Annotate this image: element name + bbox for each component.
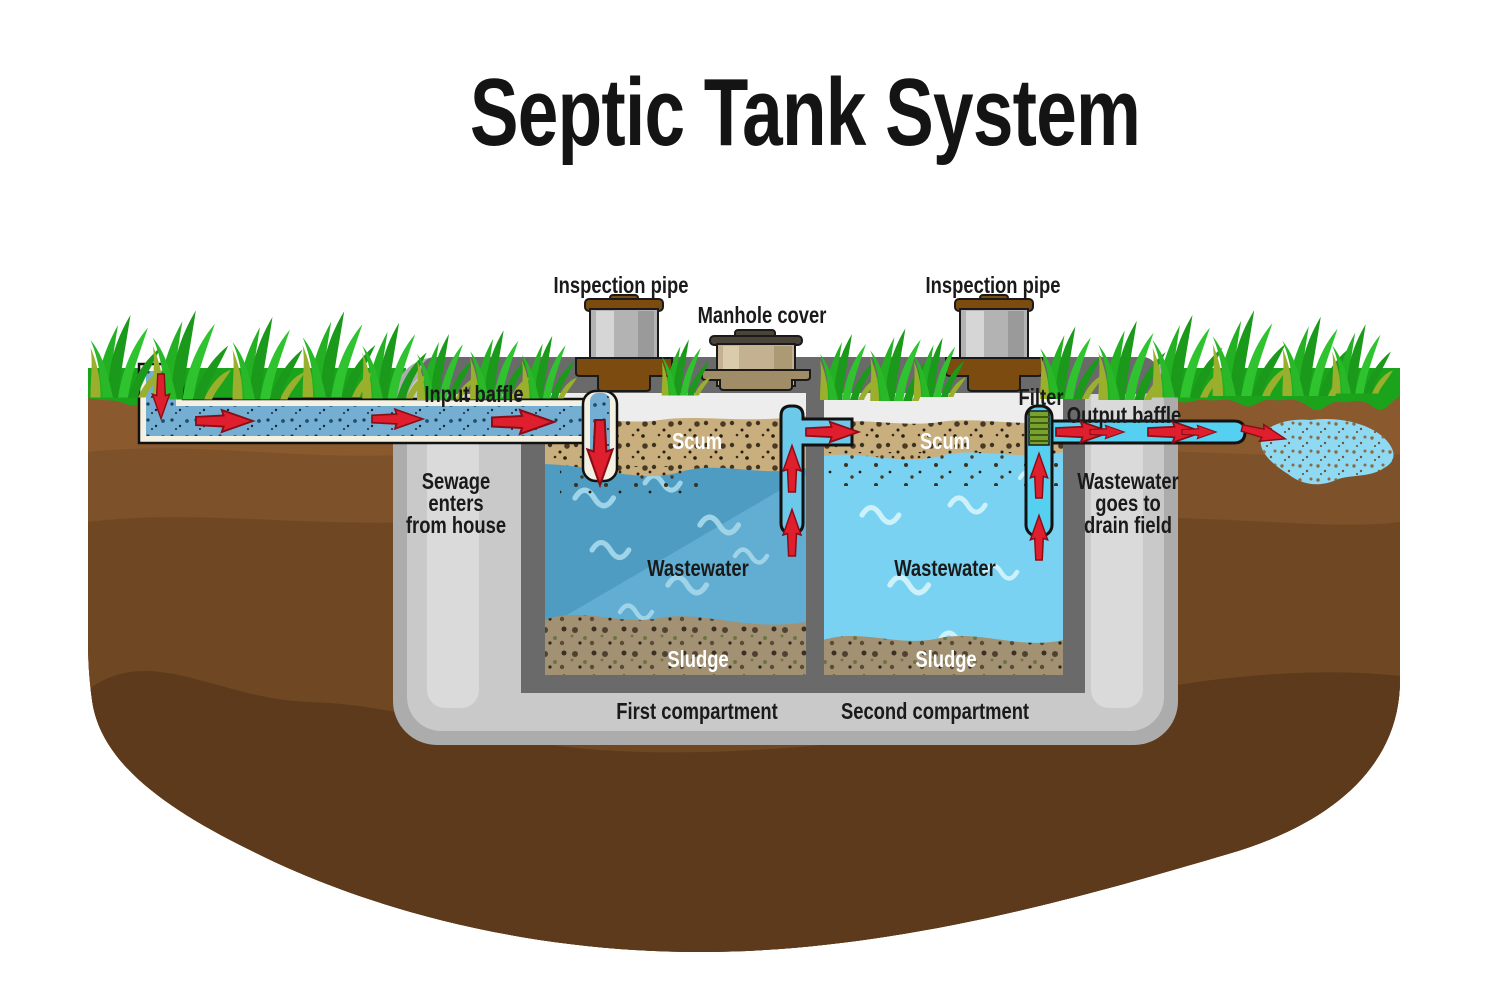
label-sewage-line3: from house (405, 512, 507, 538)
label-scum-first: Scum (671, 428, 723, 454)
label-drain-line1: Wastewater (1077, 468, 1179, 494)
drain-field-area (1260, 418, 1394, 485)
label-second-compartment: Second compartment (840, 698, 1030, 724)
label-sewage-line2: enters (428, 490, 484, 516)
label-manhole-cover: Manhole cover (697, 302, 827, 328)
label-scum-second: Scum (919, 428, 971, 454)
label-sludge-second: Sludge (915, 646, 977, 672)
filter-element (1028, 410, 1050, 446)
label-sewage-enters: Sewage enters from house (405, 468, 507, 538)
second-compartment (824, 393, 1063, 675)
manhole-cover-graphic (701, 329, 811, 391)
inspection-pipe-left-graphic (575, 294, 673, 392)
label-sewage-line1: Sewage (421, 468, 491, 494)
label-drain-line2: goes to (1095, 490, 1161, 516)
inspection-pipe-right-graphic (945, 294, 1043, 392)
label-drain-line3: drain field (1084, 512, 1172, 538)
first-compartment (545, 393, 806, 675)
label-inspection-pipe-right: Inspection pipe (925, 272, 1061, 298)
label-filter: Filter (1018, 384, 1064, 410)
label-wastewater-first: Wastewater (647, 555, 749, 581)
label-wastewater-second: Wastewater (894, 555, 996, 581)
label-sludge-first: Sludge (667, 646, 729, 672)
wastewater-second-layer (824, 446, 1063, 675)
label-output-baffle: Output baffle (1066, 402, 1182, 428)
label-first-compartment: First compartment (616, 698, 778, 724)
label-wastewater-drainfield: Wastewater goes to drain field (1077, 468, 1179, 538)
label-input-baffle: Input baffle (424, 381, 524, 407)
label-inspection-pipe-left: Inspection pipe (553, 272, 689, 298)
page-title: Septic Tank System (469, 59, 1141, 166)
